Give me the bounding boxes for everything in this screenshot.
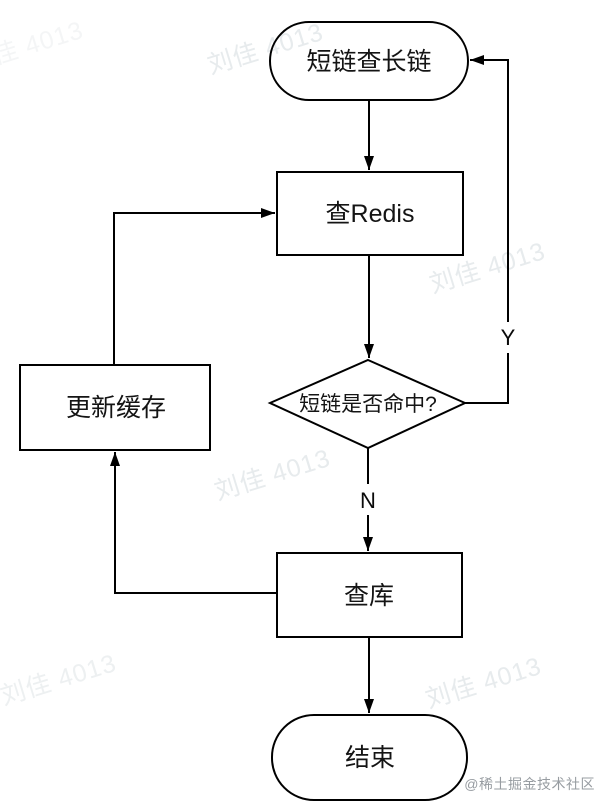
start-node: 短链查长链 <box>269 21 469 101</box>
update-cache-node: 更新缓存 <box>19 364 211 451</box>
update-cache-label: 更新缓存 <box>66 394 166 422</box>
edge-cache-to-redis <box>113 208 275 365</box>
query-redis-node: 查Redis <box>276 171 464 256</box>
start-terminator-shape <box>269 21 469 101</box>
edge-label-no: N <box>360 488 376 513</box>
yes-label-background <box>492 322 524 353</box>
community-credit-text: @稀土掘金技术社区 <box>464 776 595 792</box>
query-db-shape <box>276 552 463 638</box>
hit-check-diamond-shape <box>267 358 468 450</box>
query-redis-label: 查Redis <box>326 200 415 228</box>
hit-check-node: 短链是否命中? <box>267 358 468 450</box>
query-db-node: 查库 <box>276 552 463 638</box>
start-node-label: 短链查长链 <box>306 48 431 76</box>
query-db-label: 查库 <box>344 582 394 610</box>
no-label-background <box>350 484 386 515</box>
end-node: 结束 <box>271 714 468 801</box>
update-cache-shape <box>19 364 211 451</box>
end-node-label: 结束 <box>345 744 395 772</box>
edge-decision-yes-loop <box>465 55 509 404</box>
query-redis-shape <box>276 171 464 256</box>
edge-db-to-cache <box>110 452 277 594</box>
edge-label-yes: Y <box>501 325 516 350</box>
hit-check-label: 短链是否命中? <box>299 393 437 416</box>
end-terminator-shape <box>271 714 468 801</box>
